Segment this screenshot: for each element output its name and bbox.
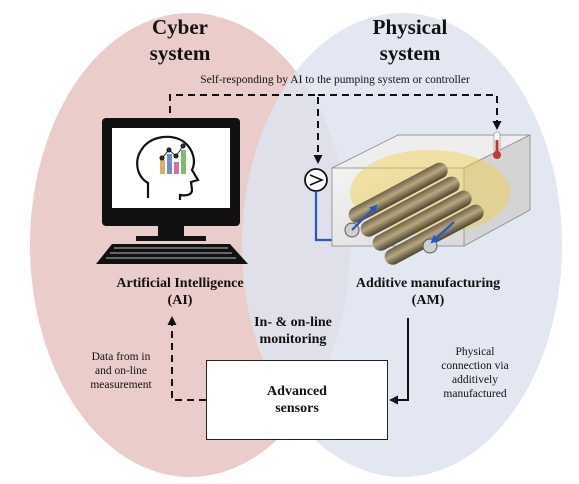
thermometer-icon xyxy=(493,131,501,159)
sensors-label-line2: sensors xyxy=(275,401,319,416)
ai-label: Artificial Intelligence (AI) xyxy=(116,276,244,308)
heat-exchanger-block xyxy=(331,134,531,265)
cyber-system-title: Cyber system xyxy=(149,15,211,65)
advanced-sensors-box: Advanced sensors xyxy=(206,360,388,440)
physical-system-title: Physical system xyxy=(372,15,448,65)
data-arrow xyxy=(167,316,206,401)
feedback-loop-arrow xyxy=(169,94,502,164)
feedback-label: Self-responding by AI to the pumping sys… xyxy=(200,74,470,86)
monitoring-label: In- & on-line monitoring xyxy=(254,315,332,347)
data-label: Data from in and on-line measurement xyxy=(90,351,152,391)
physical-connection-arrow xyxy=(389,318,409,405)
am-label: Additive manufacturing (AM) xyxy=(355,276,501,308)
brain-chart-icon xyxy=(136,135,200,200)
pump-icon xyxy=(304,168,328,192)
sensors-label-line1: Advanced xyxy=(267,384,327,399)
keyboard-icon xyxy=(96,244,248,264)
physical-connection-label: Physical connection via additively manuf… xyxy=(441,346,509,400)
